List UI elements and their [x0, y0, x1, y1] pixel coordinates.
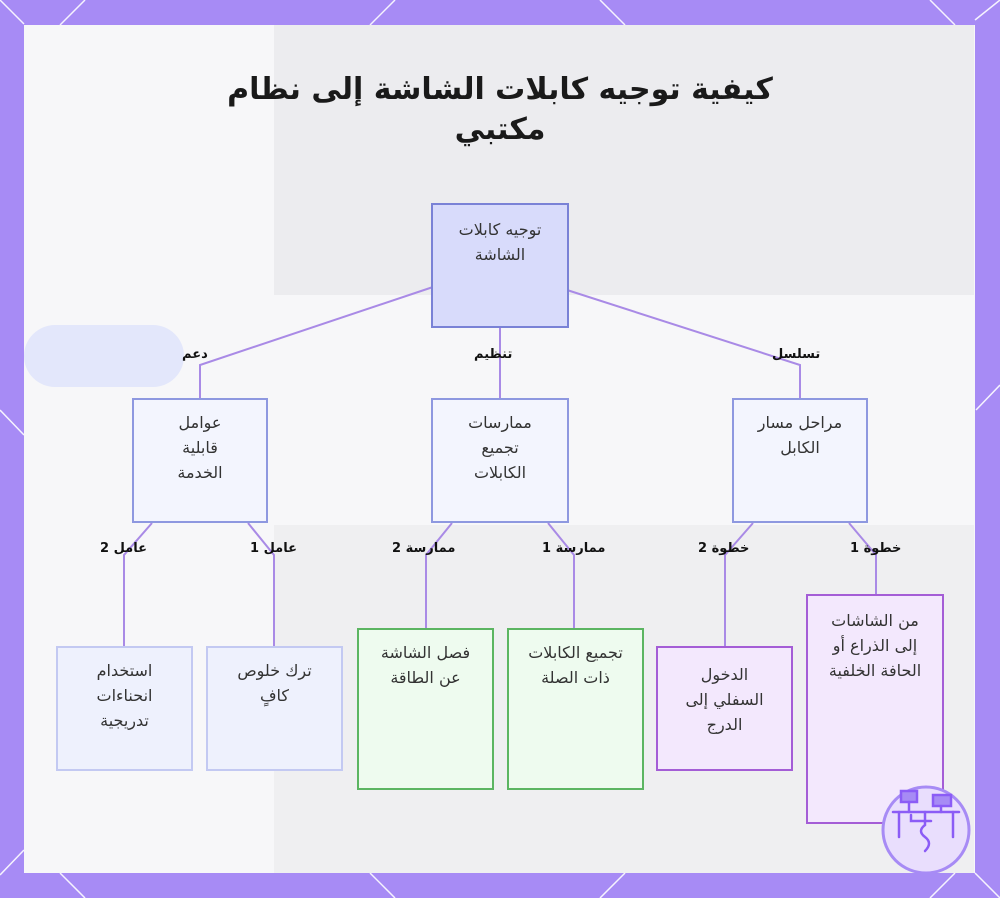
- edge-label-step2: خطوة 2: [698, 541, 749, 556]
- desk-logo-icon: [881, 785, 971, 875]
- edge-step1: [849, 523, 876, 594]
- node-separate-power-label: فصل الشاشة عن الطاقة: [371, 640, 481, 690]
- node-gradual-bends: استخدام انحناءات تدريجية: [56, 646, 193, 771]
- node-clearance-label: ترك خلوص كافٍ: [225, 658, 325, 708]
- node-clearance: ترك خلوص كافٍ: [206, 646, 343, 771]
- edge-practice1: [548, 523, 574, 628]
- edge-practice2: [426, 523, 452, 628]
- edge-label-sequence: تسلسل: [772, 347, 820, 362]
- node-bottom-entry-label: الدخول السفلي إلى الدرج: [682, 662, 767, 737]
- node-bottom-entry: الدخول السفلي إلى الدرج: [656, 646, 793, 771]
- node-path-stages: مراحل مسار الكابل: [732, 398, 868, 523]
- node-group-cables: تجميع الكابلات ذات الصلة: [507, 628, 644, 790]
- node-bundling-practices: ممارسات تجميع الكابلات: [431, 398, 569, 523]
- node-group-cables-label: تجميع الكابلات ذات الصلة: [526, 640, 626, 690]
- node-path-label: مراحل مسار الكابل: [745, 410, 855, 460]
- node-root-label: توجيه كابلات الشاشة: [455, 217, 545, 267]
- node-serviceability-factors: عوامل قابلية الخدمة: [132, 398, 268, 523]
- node-monitors-to-arm-label: من الشاشات إلى الذراع أو الحافة الخلفية: [820, 608, 930, 683]
- edge-label-factor2: عامل 2: [100, 541, 147, 556]
- edge-label-practice2: ممارسة 2: [392, 541, 455, 556]
- node-serviceability-label: عوامل قابلية الخدمة: [160, 410, 240, 485]
- edge-label-support: دعم: [182, 347, 208, 362]
- edge-label-organize: تنظيم: [474, 347, 512, 362]
- edge-support: [200, 287, 433, 400]
- node-bundling-label: ممارسات تجميع الكابلات: [455, 410, 545, 485]
- node-separate-power: فصل الشاشة عن الطاقة: [357, 628, 494, 790]
- edge-label-step1: خطوة 1: [850, 541, 901, 556]
- node-root: توجيه كابلات الشاشة: [431, 203, 569, 328]
- edge-label-practice1: ممارسة 1: [542, 541, 605, 556]
- node-gradual-bends-label: استخدام انحناءات تدريجية: [77, 658, 172, 733]
- edge-label-factor1: عامل 1: [250, 541, 297, 556]
- edge-sequence: [567, 290, 800, 400]
